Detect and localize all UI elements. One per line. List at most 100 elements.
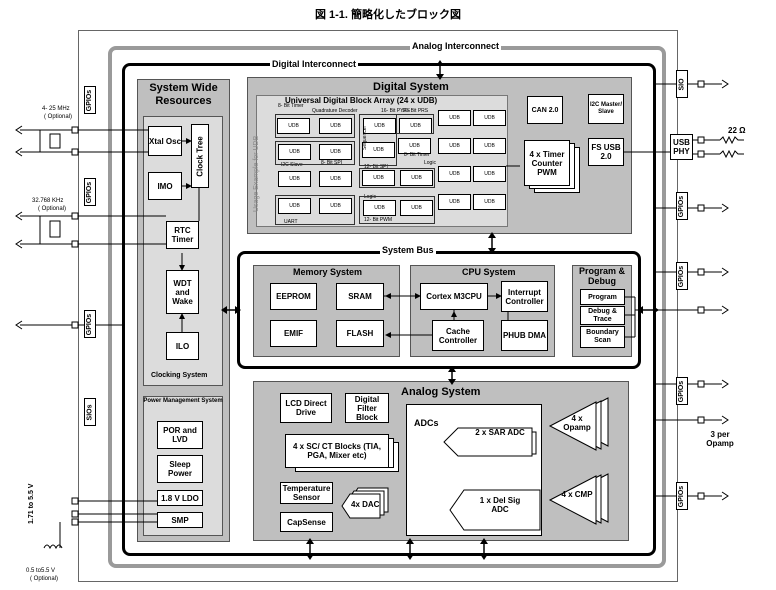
udb-cell: UDB <box>278 198 311 214</box>
udb-usage-quadrature: Quadrature Decoder <box>312 108 358 114</box>
udb-cell: UDB <box>363 118 396 134</box>
rtc-timer: RTC Timer <box>166 221 199 249</box>
program-block: Program <box>580 289 625 305</box>
udb-cell: UDB <box>438 110 471 126</box>
udb-cell: UDB <box>319 144 352 160</box>
udb-usage-16bit-pyfs: 16- Bit PYFS <box>381 108 410 114</box>
udb-cell: UDB <box>473 166 506 182</box>
gpios-right-3: GPIOs <box>676 377 688 405</box>
interrupt-controller: Interrupt Controller <box>501 281 548 312</box>
sios-left: SIOs <box>84 398 96 426</box>
sram: SRAM <box>336 283 384 310</box>
udb-cell: UDB <box>319 198 352 214</box>
lcd-direct-drive: LCD Direct Drive <box>280 393 332 423</box>
system-bus-label: System Bus <box>380 245 436 255</box>
eeprom: EEPROM <box>270 283 317 310</box>
udb-usage-16bit-prs: 16- Bit PRS <box>402 108 429 114</box>
digital-filter-block: Digital Filter Block <box>345 393 389 423</box>
udb-cell: UDB <box>473 194 506 210</box>
udb-cell: UDB <box>319 118 352 134</box>
udb-cell: UDB <box>398 138 431 154</box>
udb-cell: UDB <box>438 166 471 182</box>
gpios-right-1: GPIOs <box>676 192 688 220</box>
vdd-range: 1.71 to 5.5 V <box>28 483 35 524</box>
phub-dma: PHUB DMA <box>501 320 548 351</box>
gpios-right-4: GPIOs <box>676 482 688 510</box>
udb-array-title: Universal Digital Block Array (24 x UDB) <box>285 96 438 105</box>
gpios-left-3: GPIOs <box>84 310 96 338</box>
udb-usage-12bit-spi: 12- Bit SPI <box>364 164 388 170</box>
udb-cell: UDB <box>438 138 471 154</box>
freq1-optional: ( Optional) <box>44 114 73 120</box>
page-title: 図 1-1. 簡略化したブロック図 <box>314 9 462 21</box>
udb-cell: UDB <box>362 170 395 186</box>
vin-range: 0.5 to5.5 V <box>26 568 56 574</box>
udb-group-sequencer <box>359 114 397 166</box>
emif: EMIF <box>270 320 317 347</box>
can-2-0: CAN 2.0 <box>527 96 563 124</box>
cache-controller: Cache Controller <box>432 320 484 351</box>
udb-usage-8bit-timer: 8- Bit Timer <box>278 103 304 109</box>
capsense: CapSense <box>280 512 333 532</box>
analog-system-title: Analog System <box>401 386 481 398</box>
analog-interconnect-frame <box>108 46 666 568</box>
udb-cell: UDB <box>473 138 506 154</box>
opamp-pins-note: 3 per Opamp <box>706 430 734 448</box>
fs-usb-2-0: FS USB 2.0 <box>588 138 624 166</box>
ilo: ILO <box>166 332 199 360</box>
wdt-and-wake: WDT and Wake <box>166 270 199 314</box>
digital-system-title: Digital System <box>373 81 449 93</box>
opamp-4x: 4 x Opamp <box>563 414 591 432</box>
freq-4-25mhz: 4- 25 MHz <box>42 106 70 112</box>
udb-cell: UDB <box>319 171 352 187</box>
udb-cell: UDB <box>438 194 471 210</box>
gpios-right-2: GPIOs <box>676 262 688 290</box>
system-wide-title: System Wide Resources <box>149 82 218 107</box>
memory-system-title: Memory System <box>293 267 363 277</box>
udb-group-prs <box>396 114 434 134</box>
por-and-lvd: POR and LVD <box>157 421 203 449</box>
sc-ct-blocks: 4 x SC/ CT Blocks (TIA, PGA, Mixer etc) <box>285 434 389 468</box>
udb-cell: UDB <box>278 144 311 160</box>
udb-usage-8bit-timer-2: 8- Bit Timer <box>404 152 430 158</box>
flash: FLASH <box>336 320 384 347</box>
ldo-1v8: 1.8 V LDO <box>157 490 203 506</box>
udb-usage-logic-2: Logic <box>364 194 376 200</box>
sio-right: SIO <box>676 70 688 98</box>
i2c-master-slave: I2C Master/ Slave <box>588 94 624 124</box>
power-management-title: Power Management System <box>143 398 223 404</box>
udb-group-quadrature <box>275 114 355 138</box>
temperature-sensor: Temperature Sensor <box>280 482 333 504</box>
adcs-title: ADCs <box>414 418 439 428</box>
cortex-m3-cpu: Cortex M3CPU <box>420 283 488 310</box>
debug-trace: Debug & Trace <box>580 306 625 325</box>
dac-4x: 4x DAC <box>351 500 380 509</box>
program-debug-title: Program & Debug <box>578 266 625 286</box>
usb-phy: USB PHY <box>670 134 693 160</box>
udb-group-12bit-spi <box>359 168 435 188</box>
timer-counter-pwm: 4 x Timer Counter PWM <box>524 140 570 186</box>
del-sig-adc: 1 x Del Sig ADC <box>479 496 521 514</box>
udb-group-uart <box>275 195 355 225</box>
freq-32khz: 32.768 KHz <box>32 198 64 204</box>
sleep-power: Sleep Power <box>157 455 203 483</box>
udb-cell: UDB <box>362 142 395 158</box>
smp: SMP <box>157 512 203 528</box>
gpios-left-2: GPIOs <box>84 178 96 206</box>
cmp-4x: 4 x CMP <box>561 490 593 499</box>
digital-interconnect-label: Digital Interconnect <box>270 59 359 69</box>
gpios-left-1: GPIOs <box>84 86 96 114</box>
vin-optional: ( Optional) <box>30 576 59 582</box>
udb-cell: UDB <box>400 170 433 186</box>
udb-usage-12bit-pwm: 12- Bit PWM <box>364 217 393 223</box>
freq2-optional: ( Optional) <box>38 206 67 212</box>
imo: IMO <box>148 172 182 200</box>
chip-outline <box>78 30 678 582</box>
udb-usage-8bit-spi: 8- Bit SPI <box>321 160 343 166</box>
udb-cell: UDB <box>400 200 433 216</box>
xtal-osc: Xtal Osc <box>148 126 182 156</box>
udb-group-12bit-pwm <box>359 196 435 224</box>
udb-cell: UDB <box>278 171 311 187</box>
boundary-scan: Boundary Scan <box>580 326 625 348</box>
